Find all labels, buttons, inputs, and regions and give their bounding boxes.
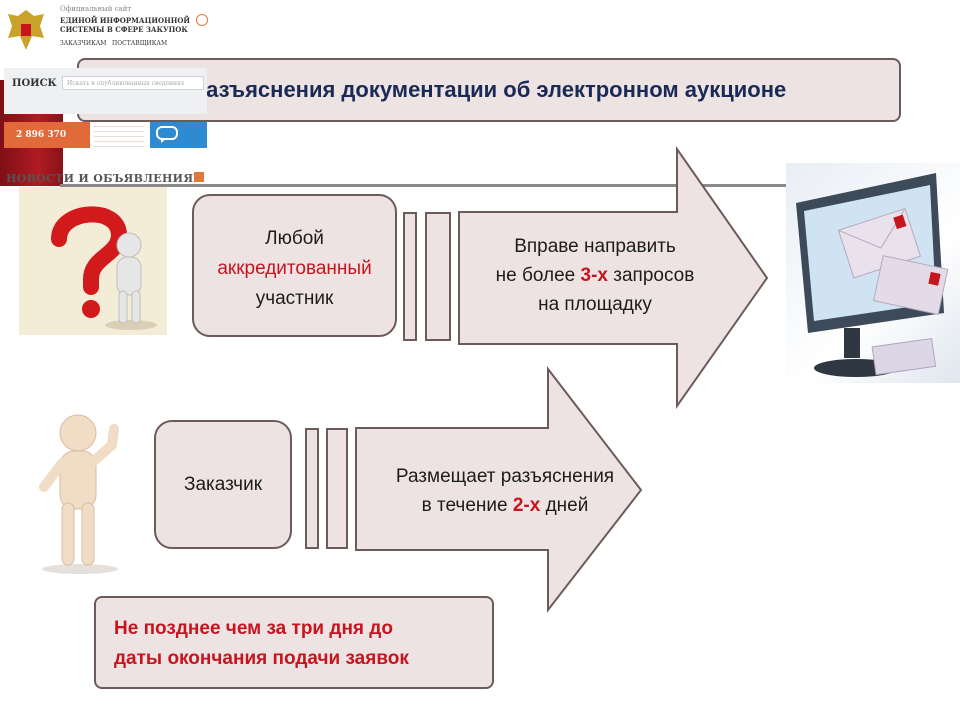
request-arrow-text: Вправе направить не более 3-х запросов н…: [462, 232, 728, 319]
connector-bar: [305, 428, 319, 549]
site-link-suppliers: ПОСТАВЩИКАМ: [112, 40, 168, 47]
site-search-panel: [4, 68, 207, 114]
connector-bar: [326, 428, 348, 549]
site-news-heading: НОВОСТИ И ОБЪЯВЛЕНИЯ: [6, 172, 194, 185]
connector-bar: [403, 212, 417, 341]
clarification-arrow: [355, 366, 643, 613]
request-line2-pre: не более: [495, 265, 581, 286]
request-line2: не более 3-х запросов: [462, 261, 728, 290]
site-title-line2: СИСТЕМЫ В СФЕРЕ ЗАКУПОК: [60, 25, 188, 34]
site-title-line1: ЕДИНОЙ ИНФОРМАЦИОННОЙ: [60, 16, 191, 25]
site-search-label: ПОИСК: [12, 78, 57, 89]
customer-box: Заказчик: [154, 420, 292, 549]
site-counter-caption: [94, 122, 144, 148]
request-line2-post: запросов: [607, 265, 695, 286]
site-chat-panel: [150, 122, 207, 148]
page-title: Разъяснения документации об электронном …: [77, 58, 901, 122]
participant-line3: участник: [255, 288, 334, 309]
divider-line: [60, 184, 787, 187]
rss-icon: [194, 172, 204, 182]
deadline-note: Не позднее чем за три дня до даты оконча…: [94, 596, 494, 689]
site-link-customers: ЗАКАЗЧИКАМ: [60, 40, 107, 47]
participant-box: Любой аккредитованный участник: [192, 194, 397, 337]
site-search-input: Искать в опубликованных сведениях: [62, 76, 204, 90]
request-count: 3-х: [580, 265, 608, 286]
site-title: ЕДИНОЙ ИНФОРМАЦИОННОЙ СИСТЕМЫ В СФЕРЕ ЗА…: [60, 16, 190, 34]
clarification-arrow-text: Размещает разъяснения в течение 2-х дней: [360, 462, 650, 520]
chat-bubble-icon: [156, 126, 178, 143]
site-badge-icon: [196, 14, 208, 26]
clarification-line1: Размещает разъяснения: [395, 466, 615, 487]
customer-figure-image: [20, 405, 135, 575]
eis-website-image: Официальный сайт ЕДИНОЙ ИНФОРМАЦИОННОЙ С…: [0, 0, 208, 190]
connector-bar: [425, 212, 451, 341]
coat-of-arms-icon: [4, 6, 48, 54]
request-line1: Вправе направить: [514, 236, 676, 257]
clarification-line2-post: дней: [540, 495, 589, 516]
site-counter: 2 896 370: [4, 122, 90, 148]
site-small-header: Официальный сайт: [60, 5, 132, 13]
request-arrow: [458, 145, 769, 410]
participant-line2: аккредитованный: [217, 258, 372, 279]
customer-label: Заказчик: [183, 473, 263, 495]
clarification-line2: в течение 2-х дней: [360, 491, 650, 520]
computer-mail-image: [786, 163, 960, 383]
clarification-days: 2-х: [512, 495, 541, 516]
deadline-note-line1: Не позднее чем за три дня до: [114, 618, 393, 639]
question-figure-image: [19, 187, 167, 335]
deadline-note-line2: даты окончания подачи заявок: [114, 648, 409, 669]
request-line3: на площадку: [538, 294, 652, 315]
participant-line1: Любой: [265, 228, 324, 249]
clarification-line2-pre: в течение: [421, 495, 513, 516]
